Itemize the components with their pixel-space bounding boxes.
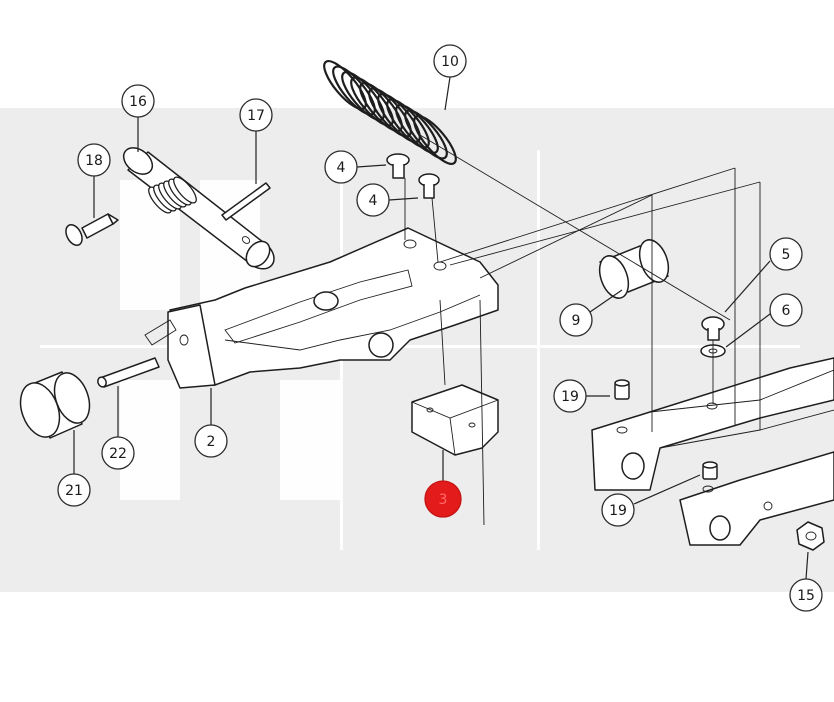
pin-part-17 bbox=[221, 182, 271, 221]
pin-part-22 bbox=[97, 357, 160, 388]
callout-circle bbox=[77, 143, 111, 177]
spring-part-10 bbox=[323, 60, 457, 165]
callout-number: 17 bbox=[247, 108, 265, 124]
cap-part-19b bbox=[702, 461, 718, 480]
knob-part-21 bbox=[19, 371, 91, 439]
callout-circle bbox=[601, 493, 635, 527]
sleeve-part-9 bbox=[598, 239, 670, 299]
callout-c10[interactable]: 10 bbox=[433, 44, 467, 78]
callout-circle bbox=[57, 473, 91, 507]
arm-part-2 bbox=[144, 227, 499, 389]
callout-c3[interactable]: 3 bbox=[424, 480, 462, 518]
callout-number: 2 bbox=[207, 434, 216, 450]
cap-part-19a bbox=[614, 379, 630, 400]
callout-circle bbox=[789, 578, 823, 612]
callout-number: 9 bbox=[572, 313, 581, 329]
callout-number: 6 bbox=[782, 303, 791, 319]
callout-number: 16 bbox=[129, 94, 147, 110]
screw-part-4b bbox=[418, 173, 440, 199]
callout-c4a[interactable]: 4 bbox=[324, 150, 358, 184]
shaft-part-16 bbox=[122, 147, 275, 270]
callout-c6[interactable]: 6 bbox=[769, 293, 803, 327]
callout-number: 18 bbox=[85, 153, 103, 169]
callout-number: 4 bbox=[369, 193, 378, 209]
callout-circle bbox=[769, 237, 803, 271]
callout-number: 19 bbox=[561, 389, 579, 405]
callout-number: 15 bbox=[797, 588, 815, 604]
callout-number: 19 bbox=[609, 503, 627, 519]
callout-circle bbox=[239, 98, 273, 132]
callout-c17[interactable]: 17 bbox=[239, 98, 273, 132]
callout-c22[interactable]: 22 bbox=[101, 436, 135, 470]
leader-lines bbox=[73, 76, 809, 580]
callout-c21[interactable]: 21 bbox=[57, 473, 91, 507]
bracket-frame bbox=[591, 357, 834, 546]
callout-number: 10 bbox=[441, 54, 459, 70]
callout-c19a[interactable]: 19 bbox=[553, 379, 587, 413]
callout-circle bbox=[559, 303, 593, 337]
callout-number: 5 bbox=[782, 247, 791, 263]
callout-circle bbox=[194, 424, 228, 458]
callout-circle bbox=[769, 293, 803, 327]
screw-part-18 bbox=[65, 213, 119, 247]
callout-number: 22 bbox=[109, 446, 127, 462]
callout-circle bbox=[424, 480, 462, 518]
callout-c2[interactable]: 2 bbox=[194, 424, 228, 458]
callout-c4b[interactable]: 4 bbox=[356, 183, 390, 217]
callout-number: 4 bbox=[337, 160, 346, 176]
callout-number: 3 bbox=[439, 492, 448, 508]
callout-circle bbox=[101, 436, 135, 470]
callout-circle bbox=[433, 44, 467, 78]
assembly-guide-lines bbox=[404, 134, 761, 526]
callout-c15[interactable]: 15 bbox=[789, 578, 823, 612]
nut-part-15 bbox=[796, 521, 825, 551]
screw-part-5 bbox=[701, 316, 725, 341]
callout-circle bbox=[324, 150, 358, 184]
callout-number: 21 bbox=[65, 483, 83, 499]
callout-c19b[interactable]: 19 bbox=[601, 493, 635, 527]
screw-part-4a bbox=[386, 153, 410, 179]
callout-circle bbox=[553, 379, 587, 413]
callout-c16[interactable]: 16 bbox=[121, 84, 155, 118]
callout-c18[interactable]: 18 bbox=[77, 143, 111, 177]
callout-circle bbox=[121, 84, 155, 118]
callout-c9[interactable]: 9 bbox=[559, 303, 593, 337]
callout-c5[interactable]: 5 bbox=[769, 237, 803, 271]
callout-circle bbox=[356, 183, 390, 217]
